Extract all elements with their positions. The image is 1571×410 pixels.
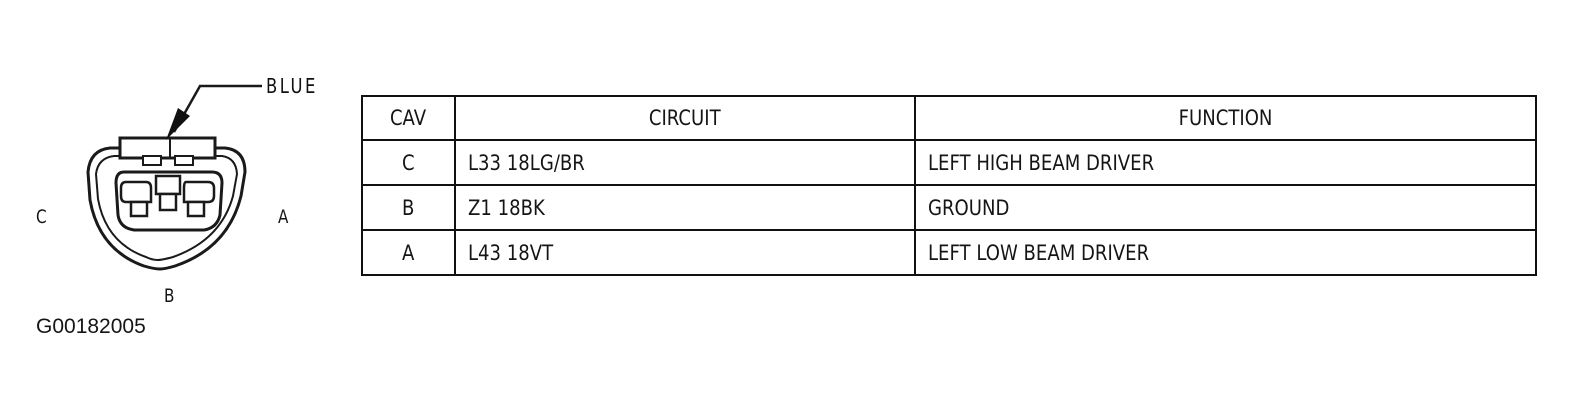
cell-cav: C <box>361 139 456 186</box>
cell-function: GROUND <box>914 184 1537 231</box>
cell-circuit: L33 18LG/BR <box>454 139 916 186</box>
callout-leader-line <box>172 84 262 133</box>
connector-face-view: BLUE C A B <box>0 0 340 360</box>
cell-function: LEFT LOW BEAM DRIVER <box>914 229 1537 276</box>
cell-cav: B <box>361 184 456 231</box>
cell-circuit: Z1 18BK <box>454 184 916 231</box>
header-cav: CAV <box>361 95 456 141</box>
pin-label-a: A <box>278 206 289 228</box>
connector-color-label: BLUE <box>266 74 318 98</box>
figure-id: G00182005 <box>36 315 146 338</box>
connector-pinout-table: CAV CIRCUIT FUNCTION C L33 18LG/BR LEFT … <box>361 95 1537 276</box>
pin-label-c: C <box>36 206 47 228</box>
terminal-c <box>119 180 153 204</box>
table-header-row: CAV CIRCUIT FUNCTION <box>361 95 1537 141</box>
terminal-a <box>182 180 216 204</box>
connector-housing-outline <box>86 146 247 271</box>
callout-arrowhead <box>166 108 190 140</box>
table-row: B Z1 18BK GROUND <box>361 184 1537 231</box>
terminal-b <box>154 174 182 196</box>
table-row: C L33 18LG/BR LEFT HIGH BEAM DRIVER <box>361 139 1537 186</box>
header-circuit: CIRCUIT <box>454 95 916 141</box>
table-row: A L43 18VT LEFT LOW BEAM DRIVER <box>361 229 1537 276</box>
locking-tab <box>118 136 217 160</box>
cell-function: LEFT HIGH BEAM DRIVER <box>914 139 1537 186</box>
connector-drawing <box>86 84 262 271</box>
connector-housing-inner-outline <box>94 155 239 262</box>
cell-cav: A <box>361 229 456 276</box>
pin-label-b: B <box>164 285 175 307</box>
header-function: FUNCTION <box>914 95 1537 141</box>
cell-circuit: L43 18VT <box>454 229 916 276</box>
